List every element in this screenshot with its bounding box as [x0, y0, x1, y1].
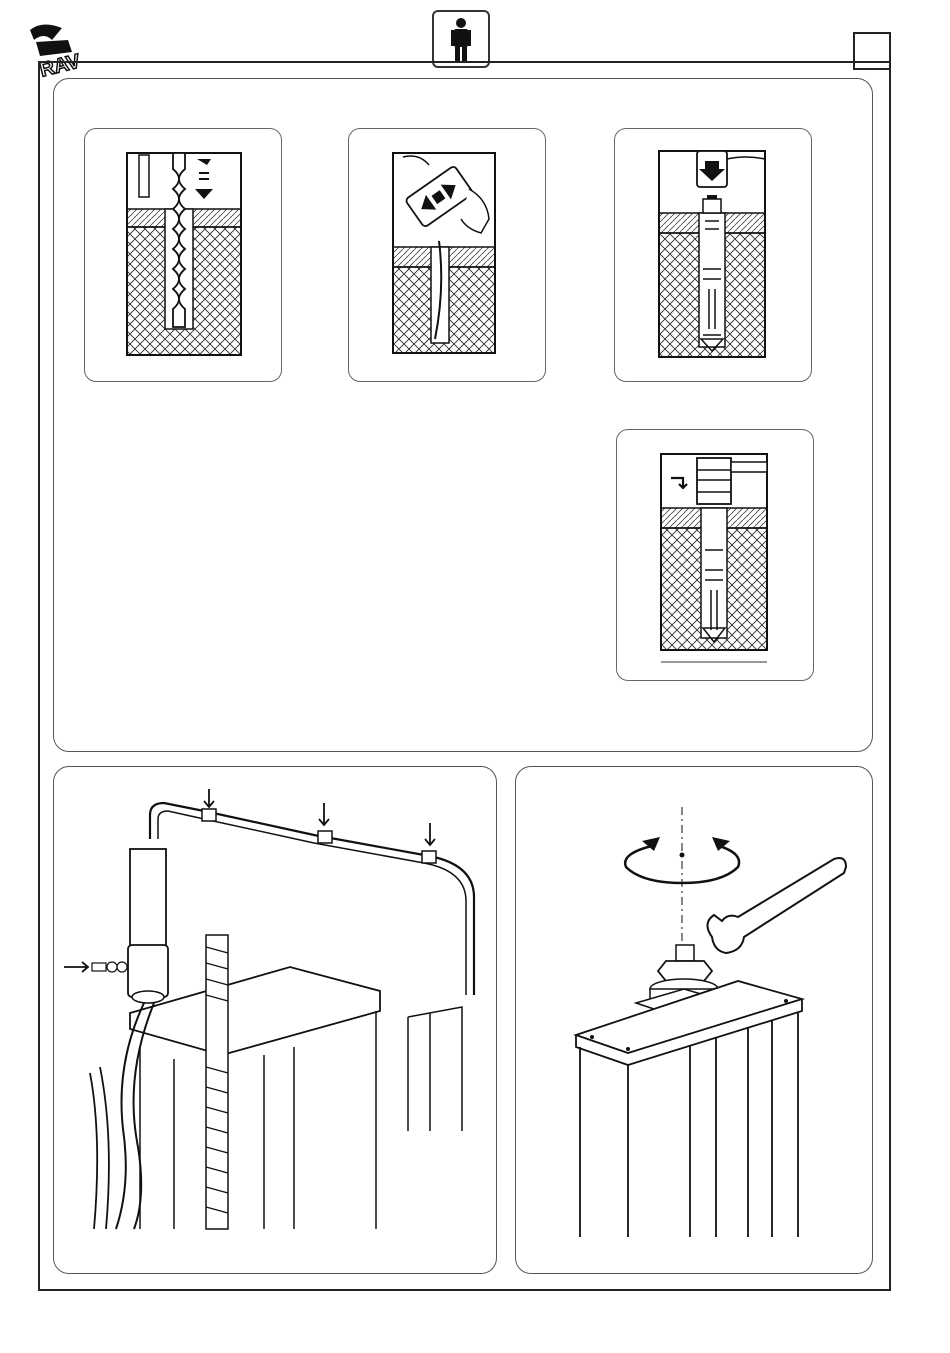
figure-tighten-anchor	[616, 429, 814, 681]
wrench-icon	[707, 858, 846, 953]
figure-drill-hole	[84, 128, 282, 382]
figure-nut-tightening	[515, 766, 873, 1274]
arrow-icon	[204, 789, 214, 807]
figure-insert-anchor	[614, 128, 812, 382]
arrow-icon	[195, 189, 213, 199]
figure-cable-routing	[53, 766, 497, 1274]
figure-blow-hole	[348, 128, 546, 382]
rotate-arrow-icon	[671, 478, 687, 488]
person-icon	[434, 12, 488, 66]
operator-badge	[432, 10, 490, 68]
